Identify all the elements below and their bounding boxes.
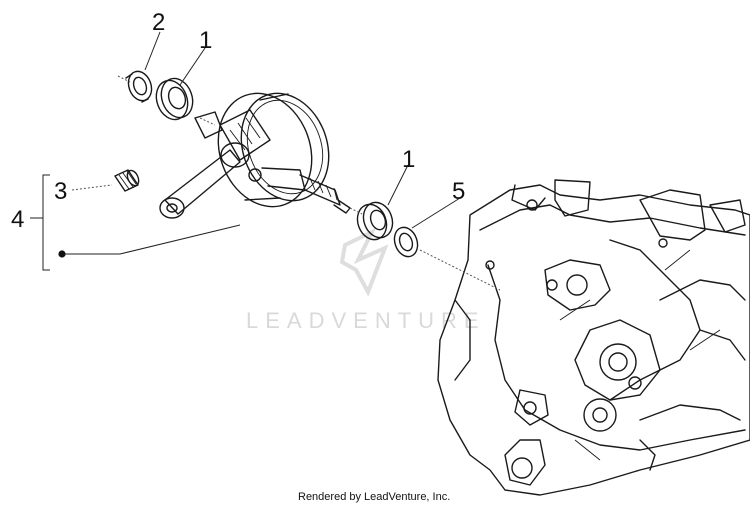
callout-1-top: 1 — [199, 27, 212, 54]
watermark-text: LEADVENTURE — [246, 308, 486, 333]
oil-seal-right — [393, 226, 419, 258]
watermark: LEADVENTURE — [246, 227, 486, 333]
bullet-dot — [58, 250, 66, 258]
callout-4: 4 — [11, 206, 24, 233]
callout-3: 3 — [54, 178, 67, 205]
leader-lines — [30, 31, 461, 271]
callout-1-right: 1 — [402, 146, 415, 173]
crankcase-half — [437, 179, 750, 496]
oil-seal-top — [125, 70, 153, 103]
render-credit: Rendered by LeadVenture, Inc. — [298, 491, 450, 503]
watermark-logo — [339, 227, 389, 297]
needle-roller-bearing — [114, 169, 140, 192]
callout-2: 2 — [152, 9, 165, 36]
assembly-centerline — [117, 75, 501, 291]
ball-bearing-top — [155, 77, 194, 121]
ball-bearing-right — [356, 201, 394, 241]
crankshaft-assembly — [159, 92, 351, 219]
callout-5: 5 — [452, 178, 465, 205]
